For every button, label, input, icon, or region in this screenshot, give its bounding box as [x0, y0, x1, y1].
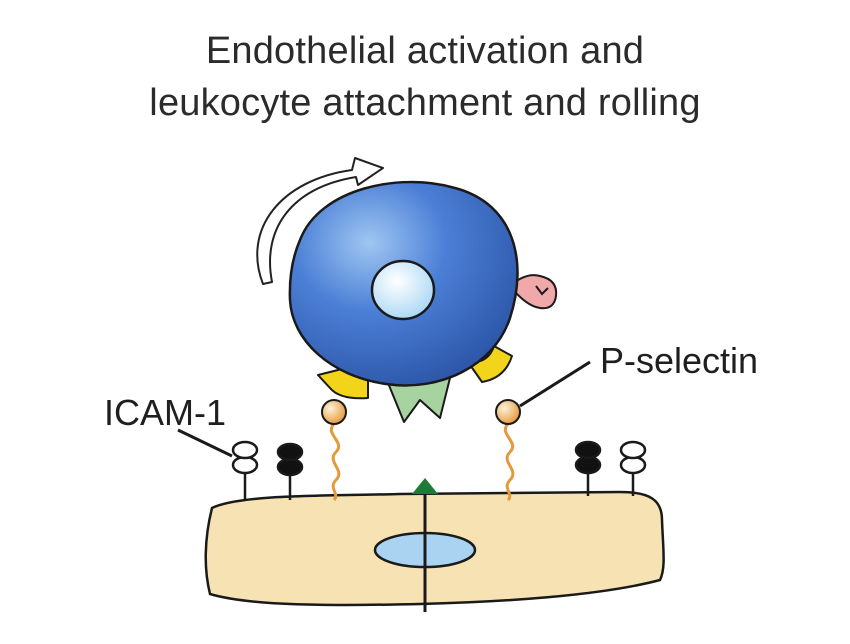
dark-receptor-left	[276, 442, 304, 500]
diagram-title-line-1: Endothelial activation and	[205, 30, 645, 72]
icam-1-right	[619, 440, 647, 496]
leukocyte-nucleus	[370, 259, 436, 321]
p-selectin-leader-line	[519, 360, 591, 408]
icam-1-left	[231, 440, 259, 500]
p-selectin-label: P-selectin	[600, 340, 759, 381]
receptor-pink-notch	[535, 285, 549, 296]
chemokine-marker	[412, 478, 438, 494]
p-selectin-left	[321, 399, 347, 502]
p-selectin-right	[495, 399, 521, 502]
rolling-arrow-icon	[256, 157, 384, 285]
icam-1-leader-line	[177, 428, 233, 458]
dark-receptor-right	[574, 440, 602, 496]
diagram-title-line-2: leukocyte attachment and rolling	[149, 82, 701, 124]
icam-1-label: ICAM-1	[104, 392, 227, 433]
receptor-pink-heart	[509, 274, 558, 310]
